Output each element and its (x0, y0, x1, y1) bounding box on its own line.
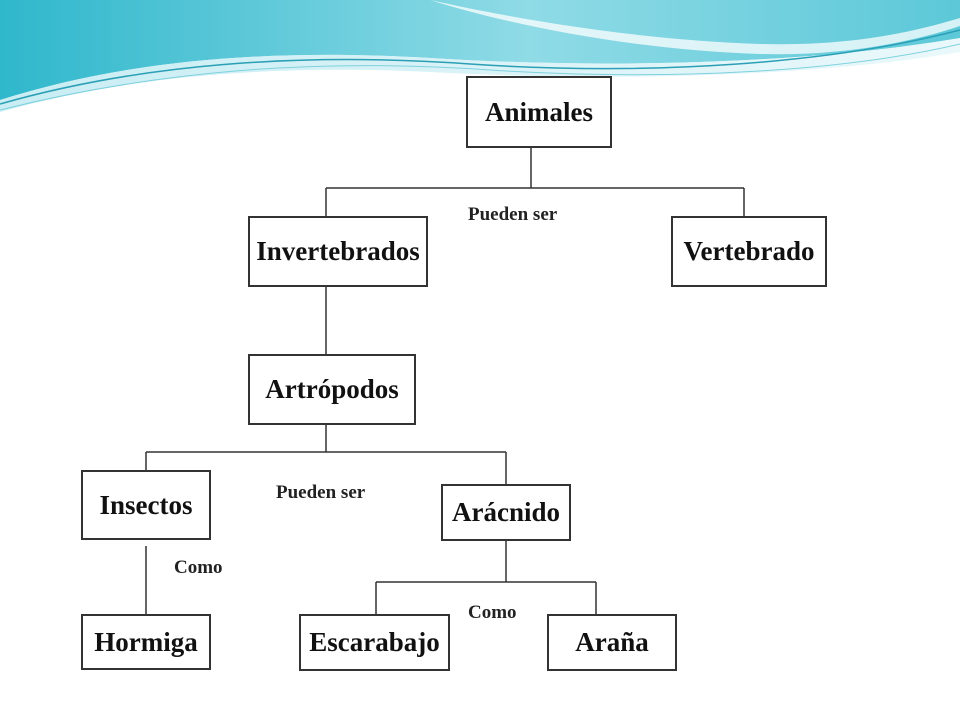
node-aracnido: Arácnido (441, 484, 571, 541)
edge-label-como: Como (468, 602, 517, 623)
node-invertebrados: Invertebrados (248, 216, 428, 287)
node-animales: Animales (466, 76, 612, 148)
node-artropodos: Artrópodos (248, 354, 416, 425)
node-arana: Araña (547, 614, 677, 671)
banner-wave-line-2 (0, 43, 960, 111)
banner-wave-line (0, 29, 960, 105)
banner-wave-main (0, 0, 960, 100)
node-escarabajo: Escarabajo (299, 614, 450, 671)
node-vertebrado: Vertebrado (671, 216, 827, 287)
node-insectos: Insectos (81, 470, 211, 540)
edge-label-pueden-ser: Pueden ser (468, 204, 558, 225)
decorative-wave-banner (0, 0, 960, 112)
edge-label-como: Como (174, 557, 223, 578)
edge-label-pueden-ser: Pueden ser (276, 482, 366, 503)
node-hormiga: Hormiga (81, 614, 211, 670)
banner-white-swoosh (430, 0, 960, 55)
